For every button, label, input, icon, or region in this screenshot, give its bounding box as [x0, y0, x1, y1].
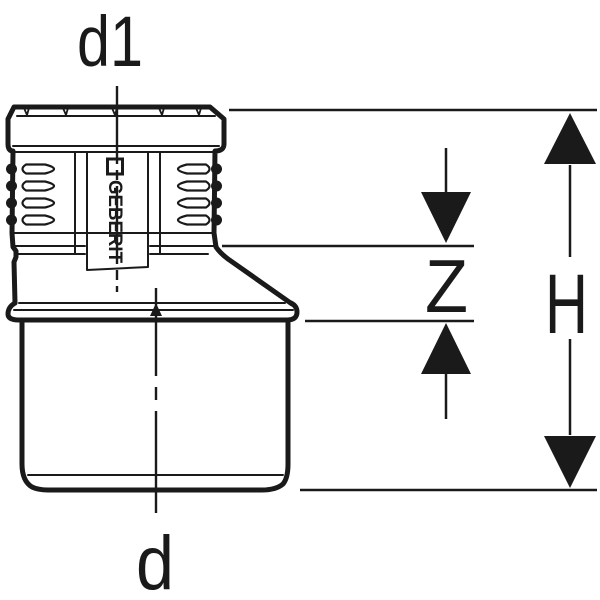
fitting-collar-outline [5, 300, 300, 323]
geberit-logo-square-icon [106, 157, 124, 176]
geberit-logo-text: GEBERIT [104, 180, 125, 263]
socket-wall-bumps [6, 163, 222, 226]
socket-ribs-left [21, 163, 56, 226]
label-top-diameter: d1 [77, 3, 143, 82]
socket-ribs-right [176, 163, 211, 226]
cap-notches [23, 107, 202, 116]
label-bottom-diameter: d [136, 521, 174, 600]
label-height-dimension: H [545, 257, 588, 351]
dim-arrow-z-down-icon [421, 192, 471, 243]
dim-arrow-z-up-icon [421, 323, 471, 374]
dim-arrow-h-down-icon [544, 436, 596, 488]
dim-arrow-h-up-icon [544, 113, 596, 164]
centerline-collar-mark [150, 303, 162, 316]
label-z-dimension: Z [425, 244, 468, 328]
geberit-logo: GEBERIT [104, 157, 125, 263]
